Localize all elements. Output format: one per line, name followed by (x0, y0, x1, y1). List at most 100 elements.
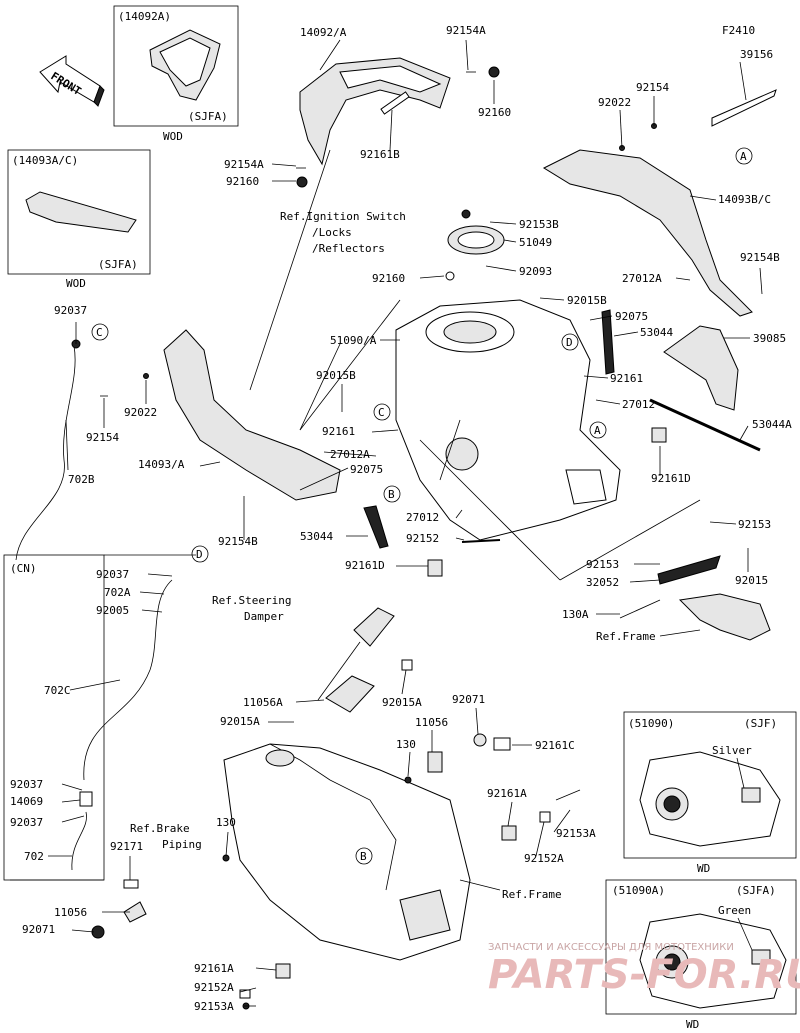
small-fasteners-left (296, 167, 308, 188)
part-label-l10: 92022 (598, 96, 631, 109)
callout-c-left: C (91, 323, 109, 341)
callout-c-tank: C (373, 403, 391, 421)
part-label-l55: 130 (396, 738, 416, 751)
front-arrow: FRONT (39, 55, 105, 107)
part-label-l68: 92161A (194, 962, 234, 975)
part-label-l56: 92161C (535, 739, 575, 752)
inset-51090-color: Silver (712, 744, 752, 757)
part-label-l70: 92153A (194, 1000, 234, 1013)
ref-ignition-line1: Ref.Ignition Switch (280, 210, 406, 223)
inset-51090-header: (51090) (628, 717, 674, 730)
part-label-l33: 14093/A (138, 458, 185, 471)
inset-51090a-header: (51090A) (612, 884, 665, 897)
part-label-l40: 92153 (738, 518, 771, 531)
inset-51090a-color: Green (718, 904, 751, 917)
part-label-l31: 27012A (330, 448, 370, 461)
part-label-l45: 92037 (96, 568, 129, 581)
inset-51090a: (51090A) (SJFA) Green WD (605, 879, 797, 1031)
part-label-l48: 130A (562, 608, 589, 621)
ref-steering-line2: Damper (244, 610, 284, 623)
part-label-l51: 92015A (382, 696, 422, 709)
steering-bracket (317, 607, 413, 713)
part-label-l44: 92015 (735, 574, 768, 587)
svg-text:A: A (594, 424, 601, 437)
ref-steering-line1: Ref.Steering (212, 594, 291, 607)
part-label-l15: 92160 (372, 272, 405, 285)
ref-brake-line2: Piping (162, 838, 202, 851)
part-label-l46: 702A (104, 586, 131, 599)
part-label-l22: 51090/A (330, 334, 377, 347)
frame-bracket-right (678, 593, 771, 641)
inset-51090-variant: (SJF) (744, 717, 777, 730)
part-label-l60: 92161A (487, 787, 527, 800)
ref-ignition-line2: /Locks (312, 226, 352, 239)
part-label-l21: 39085 (753, 332, 786, 345)
part-label-l47: 92005 (96, 604, 129, 617)
part-label-l65: 702 (24, 850, 44, 863)
part-label-l39: 92152 (406, 532, 439, 545)
side-cover-14093 (100, 329, 341, 501)
inset-51090a-caption: WD (686, 1018, 699, 1031)
part-label-l16: 27012A (622, 272, 662, 285)
callout-a-tank: A (589, 421, 607, 439)
part-label-l43: 32052 (586, 576, 619, 589)
callout-d-tank: D (561, 333, 579, 351)
part-label-l53: 92015A (220, 715, 260, 728)
part-label-l14: 92093 (519, 265, 552, 278)
inset-14093ac: (14093A/C) (SJFA) WOD (7, 149, 151, 290)
svg-text:B: B (388, 488, 395, 501)
part-label-l54: 11056 (415, 716, 448, 729)
strips-53044 (363, 309, 761, 549)
part-label-l8: 39156 (740, 48, 773, 61)
part-label-l57: 92037 (10, 778, 43, 791)
svg-text:D: D (196, 548, 203, 561)
part-label-l63: 92152A (524, 852, 564, 865)
part-label-l41: 92161D (345, 559, 385, 572)
part-label-l4: 92161B (360, 148, 400, 161)
frame-lower (223, 743, 471, 961)
cover-14092 (299, 57, 451, 166)
part-label-l24: 92015B (316, 369, 356, 382)
ref-ignition-line3: /Reflectors (312, 242, 385, 255)
bushings-92161d (427, 427, 667, 577)
part-label-l35: 92161D (651, 472, 691, 485)
part-label-l17: 92154B (740, 251, 780, 264)
part-label-l28: 92154 (86, 431, 119, 444)
fasteners-lower-left (91, 854, 291, 1010)
ref-frame-right: Ref.Frame (596, 630, 656, 643)
part-label-l38: 27012 (406, 511, 439, 524)
ref-frame-lower: Ref.Frame (502, 888, 562, 901)
part-label-l59: 92037 (10, 816, 43, 829)
part-label-l29: 53044A (752, 418, 792, 431)
part-label-l3: 92160 (478, 106, 511, 119)
svg-text:C: C (96, 326, 103, 339)
part-label-l64: 92171 (110, 840, 143, 853)
inset-14093ac-caption: WOD (66, 277, 86, 290)
callout-a-top: A (735, 147, 753, 165)
part-label-l26: 27012 (622, 398, 655, 411)
part-label-l34: 702B (68, 473, 95, 486)
inset-14093ac-variant: (SJFA) (98, 258, 138, 271)
part-label-l37: 53044 (300, 530, 333, 543)
inset-51090a-variant: (SJFA) (736, 884, 776, 897)
part-label-l52: 92071 (452, 693, 485, 706)
watermark-line1: ЗАПЧАСТИ И АКСЕССУАРЫ ДЛЯ МОТОТЕХНИКИ (488, 942, 734, 953)
part-label-l62: 130 (216, 816, 236, 829)
part-label-l58: 14069 (10, 795, 43, 808)
part-label-l67: 92071 (22, 923, 55, 936)
inset-14092a-caption: WOD (163, 130, 183, 143)
inset-14092a-variant: (SJFA) (188, 110, 228, 123)
watermark-line2: PARTS-FOR.RU (488, 952, 800, 998)
watermark: ЗАПЧАСТИ И АКСЕССУАРЫ ДЛЯ МОТОТЕХНИКИ PA… (488, 942, 800, 998)
callout-b-tank: B (383, 485, 401, 503)
part-label-l13: 51049 (519, 236, 552, 249)
part-label-l12: 92153B (519, 218, 559, 231)
inset-cn: (CN) (3, 554, 196, 881)
part-label-l49: 702C (44, 684, 71, 697)
part-label-l25: 92161 (610, 372, 643, 385)
part-label-l11: 14093B/C (718, 193, 771, 206)
part-label-l20: 53044 (640, 326, 673, 339)
